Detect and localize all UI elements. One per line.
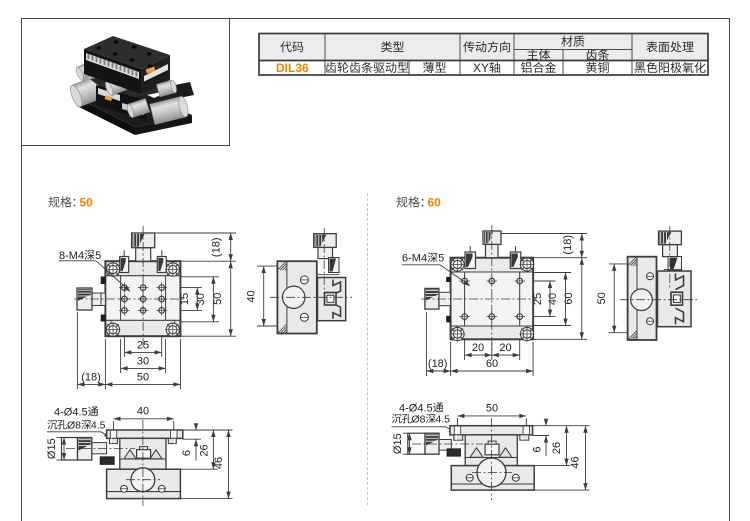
svg-text:26: 26 [551,442,563,454]
svg-text:Ø8: Ø8 [67,420,81,432]
svg-text:46: 46 [213,457,225,469]
svg-text:(18): (18) [81,372,101,384]
svg-text:20: 20 [472,342,484,354]
svg-text:26: 26 [198,444,210,456]
svg-text:50: 50 [212,293,224,305]
svg-text:4-Ø4.5: 4-Ø4.5 [54,407,88,419]
svg-text:25: 25 [137,340,149,352]
svg-text:DIL36: DIL36 [276,61,309,75]
svg-text:(18): (18) [562,235,574,255]
svg-text:50: 50 [596,292,608,304]
svg-text:40: 40 [137,405,149,417]
svg-text:Ø15: Ø15 [46,438,58,459]
svg-text:5: 5 [438,253,444,265]
svg-text:40: 40 [245,290,257,302]
svg-text:50: 50 [137,372,149,384]
svg-text:5: 5 [95,250,101,262]
svg-text:25: 25 [532,293,544,305]
svg-text:(18): (18) [211,238,223,258]
svg-text:15: 15 [179,293,191,305]
svg-text:4.5: 4.5 [91,420,106,432]
svg-text:Ø8: Ø8 [412,414,426,426]
svg-text:30: 30 [137,356,149,368]
svg-text:4-Ø4.5: 4-Ø4.5 [399,403,433,415]
svg-text:50: 50 [80,196,94,210]
svg-text:46: 46 [570,456,582,468]
svg-text:20: 20 [499,342,511,354]
svg-text:60: 60 [428,196,442,210]
svg-text:8-M4: 8-M4 [59,250,84,262]
svg-text:6: 6 [531,446,543,452]
svg-text:50: 50 [486,403,498,415]
svg-text:XY: XY [473,61,489,75]
svg-text:6: 6 [181,450,193,456]
svg-text:4.5: 4.5 [435,414,450,426]
svg-text:(18): (18) [428,358,448,370]
svg-text:60: 60 [486,358,498,370]
svg-text:60: 60 [563,292,575,304]
svg-text:40: 40 [547,293,559,305]
svg-text:Ø15: Ø15 [392,433,404,454]
svg-text:30: 30 [195,293,207,305]
svg-text:6-M4: 6-M4 [402,253,427,265]
